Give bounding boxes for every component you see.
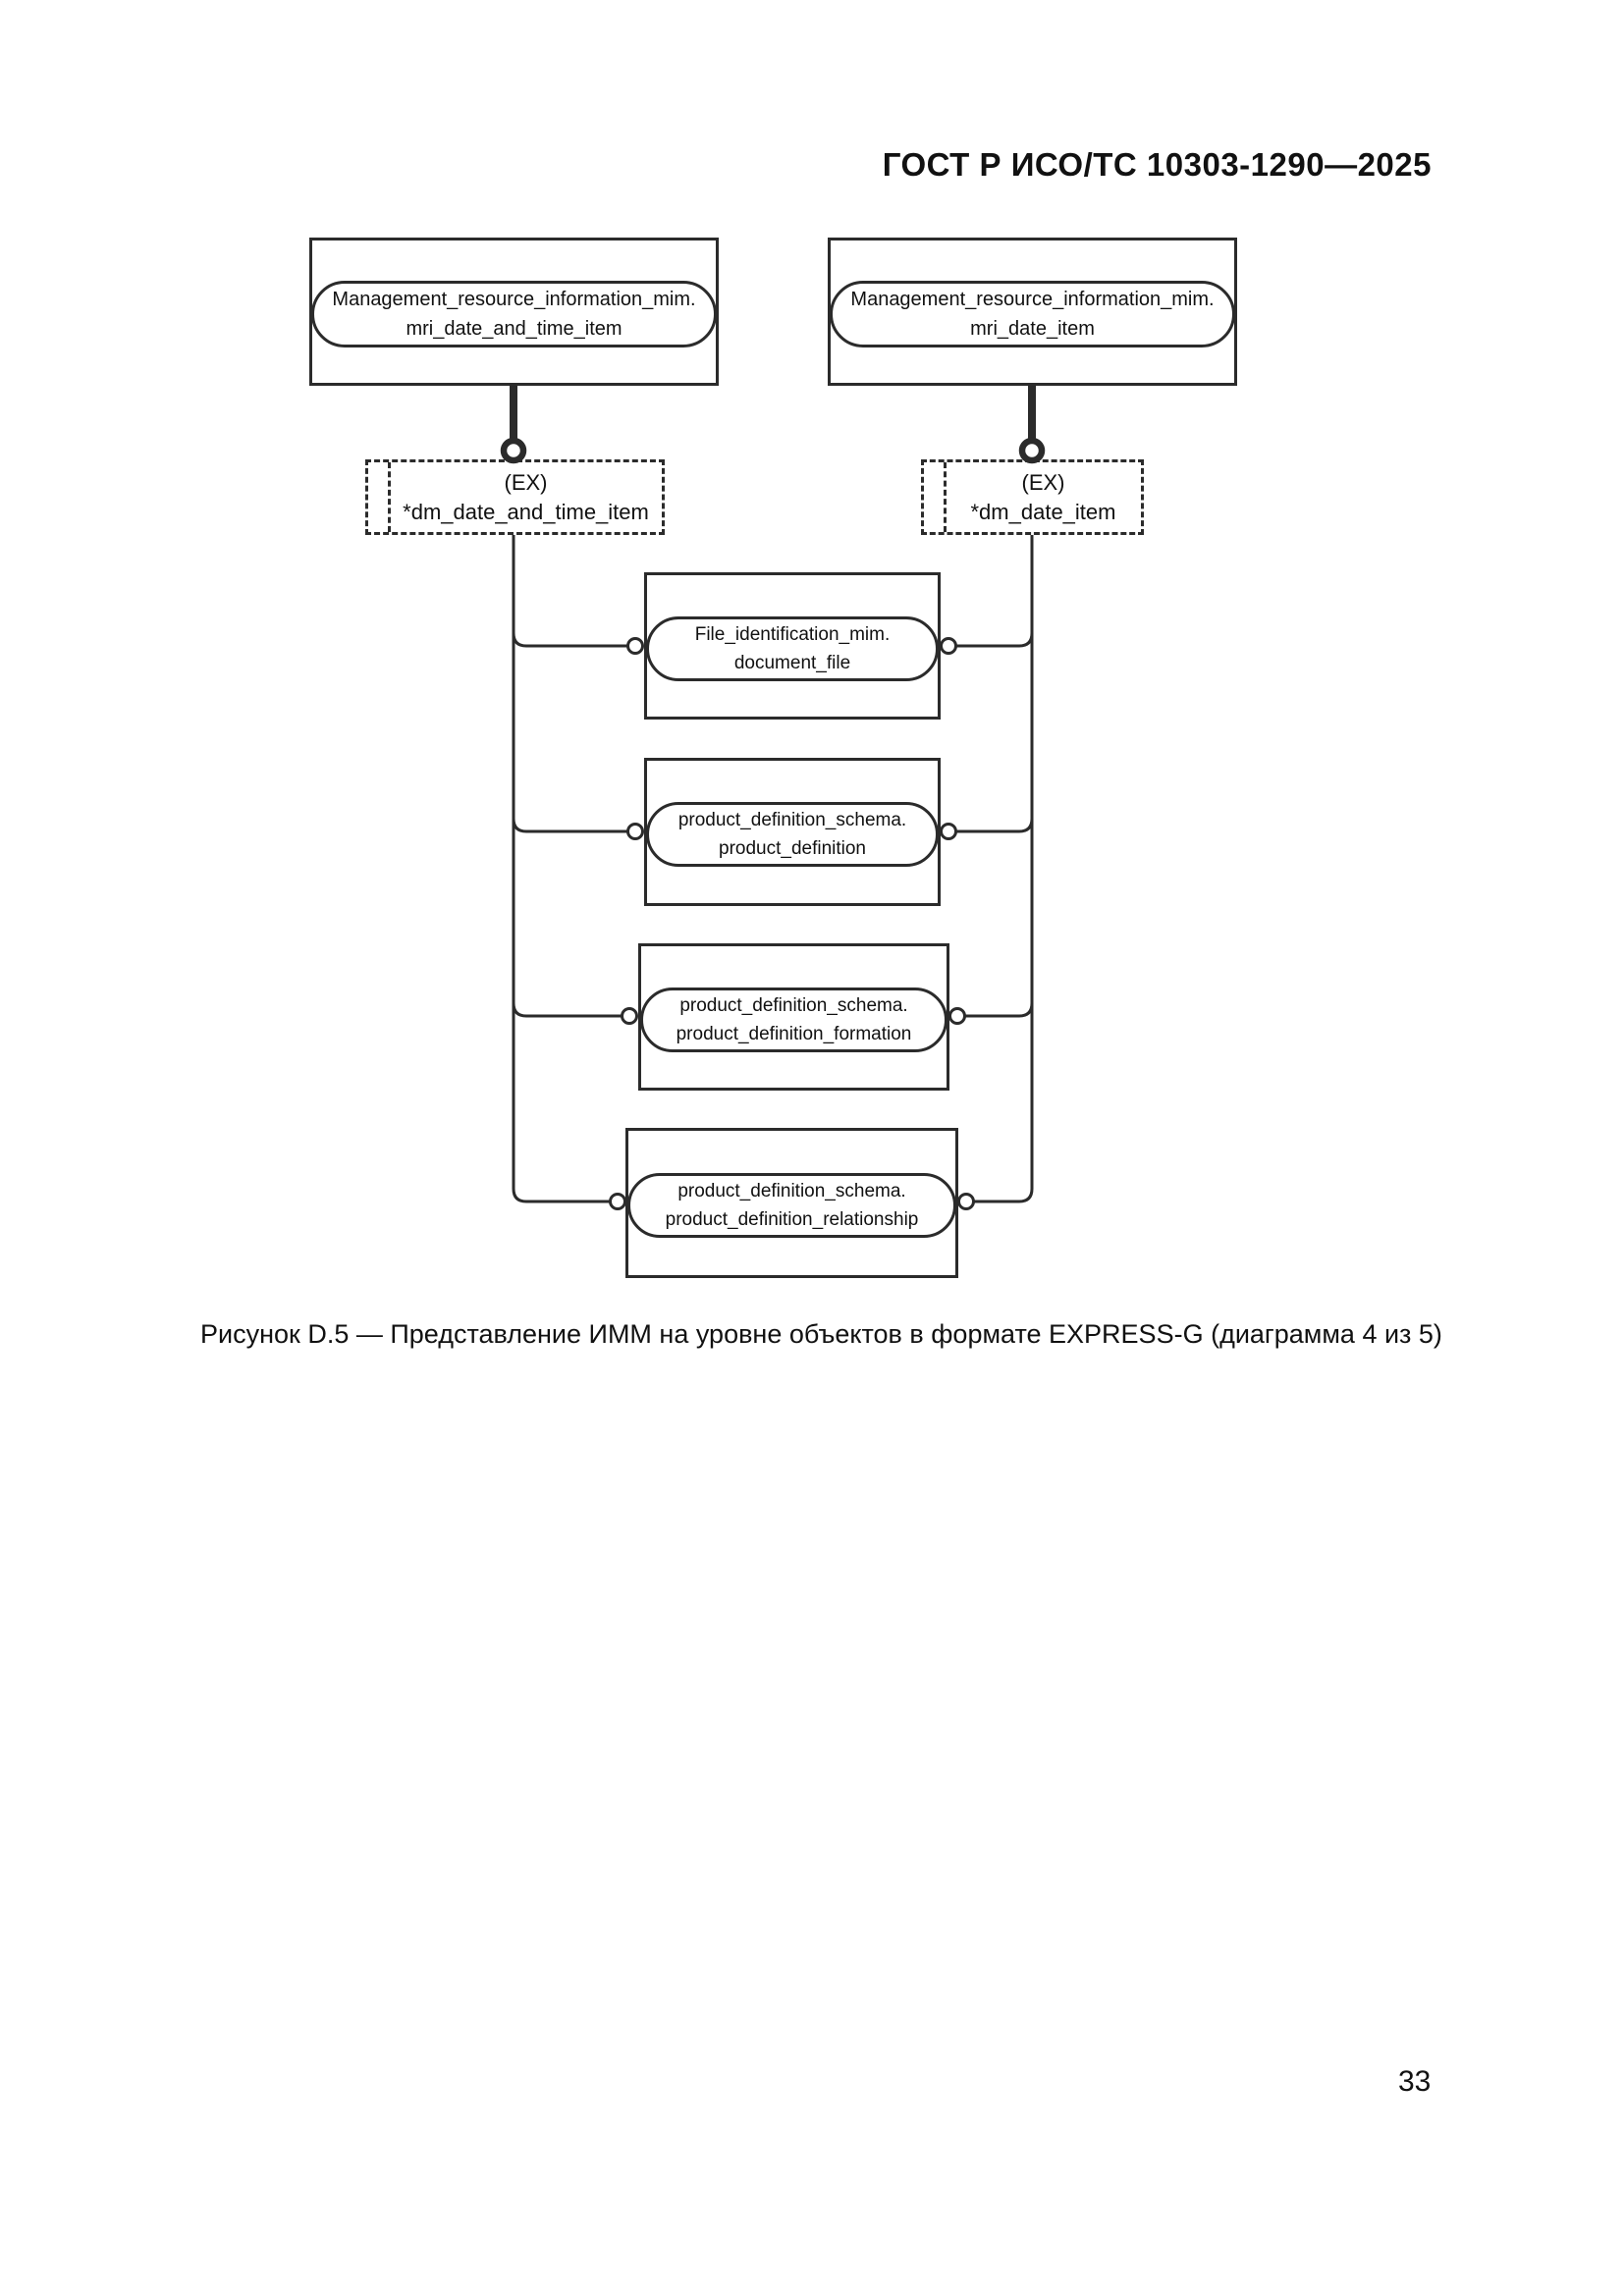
page-box-product-definition-relationship: product_definition_schema. product_defin… <box>625 1128 958 1278</box>
trunk-line-right <box>974 535 1034 1203</box>
entity-label-line1: File_identification_mim. <box>694 624 891 645</box>
entity-label-line1: Management_resource_information_mim. <box>332 289 696 310</box>
branch-line-left-1 <box>512 632 628 648</box>
entity-label-line1: Management_resource_information_mim. <box>850 289 1215 310</box>
entity-label-line2: product_definition <box>719 838 866 859</box>
page-box-document-file: File_identification_mim. document_file <box>644 572 941 720</box>
entity-label-line2: mri_date_item <box>970 318 1095 340</box>
ref-label-line1: (EX) <box>1021 469 1065 495</box>
entity-oval-product-definition-relationship: product_definition_schema. product_defin… <box>627 1173 956 1238</box>
entity-label-line2: product_definition_relationship <box>665 1209 919 1230</box>
attach-circle-left-1 <box>626 637 644 655</box>
trunk-line-left <box>512 535 611 1203</box>
entity-label-line1: product_definition_schema. <box>677 1181 906 1201</box>
attach-circle-left-3 <box>621 1007 638 1025</box>
entity-label-line2: document_file <box>733 653 851 673</box>
schema-ref-divider <box>388 462 391 532</box>
attach-circle-right-1 <box>940 637 957 655</box>
entity-oval-mri-date-item: Management_resource_information_mim. mri… <box>830 281 1235 347</box>
attach-circle-right-4 <box>957 1193 975 1210</box>
entity-label-line1: product_definition_schema. <box>679 995 908 1016</box>
branch-line-left-2 <box>512 818 628 833</box>
schema-ref-box-dm-date-and-time-item: (EX) *dm_date_and_time_item <box>365 459 665 535</box>
entity-oval-document-file: File_identification_mim. document_file <box>646 616 939 681</box>
page-number: 33 <box>1398 2065 1432 2098</box>
schema-ref-label: (EX) *dm_date_and_time_item <box>390 462 662 532</box>
branch-line-right-3 <box>965 1002 1034 1018</box>
branch-line-left-3 <box>512 1002 623 1018</box>
branch-line-right-2 <box>956 818 1034 833</box>
entity-label-line2: product_definition_formation <box>676 1024 912 1044</box>
page-box-mri-date-and-time-item: Management_resource_information_mim. mri… <box>309 238 719 386</box>
entity-label-line2: mri_date_and_time_item <box>406 318 623 340</box>
schema-ref-label: (EX) *dm_date_item <box>946 462 1141 532</box>
open-circle-right <box>1018 437 1046 464</box>
attach-circle-left-2 <box>626 823 644 840</box>
figure-caption: Рисунок D.5 — Представление ИММ на уровн… <box>200 1319 1442 1349</box>
ref-label-line2: *dm_date_item <box>970 499 1116 524</box>
attach-circle-left-4 <box>609 1193 626 1210</box>
entity-oval-mri-date-and-time-item: Management_resource_information_mim. mri… <box>311 281 717 347</box>
page-header: ГОСТ Р ИСО/ТС 10303-1290—2025 <box>882 146 1432 183</box>
entity-oval-product-definition: product_definition_schema. product_defin… <box>646 802 939 867</box>
schema-ref-divider <box>944 462 947 532</box>
entity-oval-product-definition-formation: product_definition_schema. product_defin… <box>640 988 947 1052</box>
page-box-mri-date-item: Management_resource_information_mim. mri… <box>828 238 1237 386</box>
attach-circle-right-3 <box>948 1007 966 1025</box>
ref-label-line1: (EX) <box>504 469 548 495</box>
entity-label-line1: product_definition_schema. <box>677 810 907 830</box>
ref-label-line2: *dm_date_and_time_item <box>403 499 649 524</box>
open-circle-left <box>500 437 527 464</box>
attach-circle-right-2 <box>940 823 957 840</box>
schema-ref-box-dm-date-item: (EX) *dm_date_item <box>921 459 1144 535</box>
branch-line-right-1 <box>956 632 1034 648</box>
page-box-product-definition-formation: product_definition_schema. product_defin… <box>638 943 949 1091</box>
page-box-product-definition: product_definition_schema. product_defin… <box>644 758 941 906</box>
